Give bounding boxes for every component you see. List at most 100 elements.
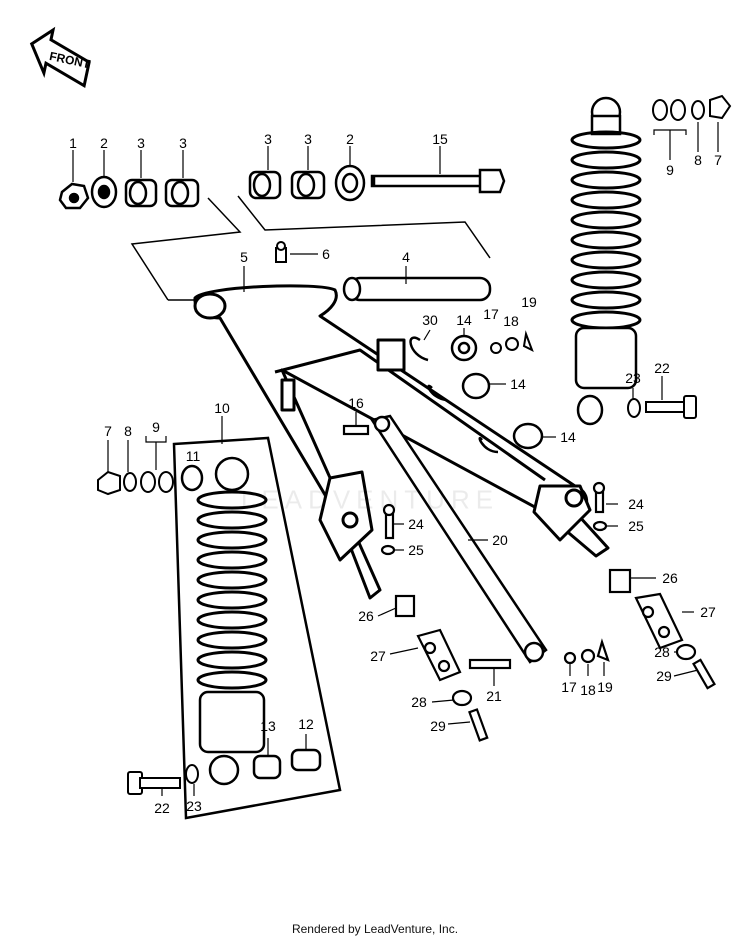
adjuster-block-left [394, 594, 416, 618]
bolt-21 [468, 658, 512, 670]
clip-b [427, 384, 447, 402]
axle-plate-left-hole [341, 511, 359, 529]
footer-credit: Rendered by LeadVenture, Inc. [291, 922, 459, 936]
callout-13: 13 [260, 718, 276, 734]
bearing-left-a-race [128, 180, 148, 206]
pivot-nut-hole [68, 192, 80, 204]
chain-guide-parts [409, 334, 544, 454]
shock-left-sleeve-12 [290, 748, 322, 772]
callout-23: 23 [625, 370, 641, 386]
clip-30 [409, 336, 429, 362]
adjuster-plate-right [634, 592, 684, 650]
callout-6: 6 [322, 246, 330, 262]
callout-17: 17 [561, 679, 577, 695]
shock-left-bottom-eye [208, 754, 240, 786]
guide-line-left [130, 197, 242, 301]
callout-16: 16 [348, 395, 364, 411]
callout-11: 11 [185, 448, 201, 464]
watermark: LEADVENTURE [240, 484, 500, 515]
torque-link [369, 414, 548, 664]
callout-9: 9 [152, 419, 160, 435]
bush-14-c [512, 422, 544, 450]
shock-left-body [198, 690, 266, 754]
shock-left-top-hardware [97, 470, 174, 496]
pivot-bolt-shaft [370, 174, 484, 188]
swingarm [193, 284, 610, 600]
callout-5: 5 [240, 249, 248, 265]
shock-left-collar-13 [252, 754, 282, 780]
callout-19: 19 [597, 679, 613, 695]
pivot-bolt-head [478, 168, 506, 194]
callout-26: 26 [358, 608, 374, 624]
pivot-hardware-right [248, 164, 506, 202]
collar-right-bore [341, 172, 359, 194]
adjuster-bolt-right [692, 658, 716, 690]
callout-4: 4 [402, 249, 410, 265]
grease-fitting [275, 241, 287, 263]
shock-mount-bracket [376, 338, 406, 372]
shock-absorber-left-group [172, 436, 342, 820]
callout-30: 30 [422, 312, 438, 328]
callout-29: 29 [430, 718, 446, 734]
shock-right-top-mount [590, 114, 622, 136]
callout-7: 7 [104, 423, 112, 439]
callout-28: 28 [654, 644, 670, 660]
callout-20: 20 [492, 532, 508, 548]
callout-19: 19 [521, 294, 537, 310]
nut-25-right [592, 520, 608, 532]
collar-left-bore [97, 184, 111, 200]
shock-right-bottom-hardware [627, 395, 697, 419]
callout-15: 15 [432, 131, 448, 147]
callout-24: 24 [408, 516, 424, 532]
callout-24: 24 [628, 496, 644, 512]
adjuster-bolt-left [468, 708, 489, 742]
callout-8: 8 [694, 152, 702, 168]
callout-3: 3 [304, 131, 312, 147]
swingarm-inner-brace [274, 348, 546, 482]
bearing-right-b-race [296, 172, 316, 198]
adjuster-block-right [608, 568, 632, 594]
assembly-guide-lines [130, 195, 491, 301]
callout-3: 3 [137, 135, 145, 151]
adjuster-plate-left [416, 628, 462, 682]
bush-14-b [461, 372, 491, 400]
guide-line-right [237, 195, 491, 259]
shock-left-top-eye [214, 456, 250, 492]
callout-17: 17 [483, 306, 499, 322]
callout-14: 14 [510, 376, 526, 392]
callout-27: 27 [370, 648, 386, 664]
chain-adjuster-hardware [342, 424, 716, 742]
shock-right-bottom-eye [576, 394, 604, 426]
callout-28: 28 [411, 694, 427, 710]
adjuster-nut-left [451, 689, 473, 707]
shock-right-body [574, 326, 638, 390]
callout-12: 12 [298, 716, 314, 732]
callout-1: 1 [69, 135, 77, 151]
callout-8: 8 [124, 423, 132, 439]
callout-21: 21 [486, 688, 502, 704]
chain-guide-mount [280, 378, 296, 412]
bearing-right-a-race [252, 172, 272, 198]
callout-14: 14 [560, 429, 576, 445]
swingarm-pivot-eye [193, 292, 227, 320]
clip-c [478, 436, 499, 454]
shock-left-outline-box [172, 436, 342, 820]
callout-29: 29 [656, 668, 672, 684]
callout-27: 27 [700, 604, 716, 620]
callout-18: 18 [580, 682, 596, 698]
callout-18: 18 [503, 313, 519, 329]
bolt-16 [342, 424, 370, 436]
callout-9: 9 [666, 162, 674, 178]
leader-lines [72, 122, 719, 796]
front-arrow-badge: FRONT [29, 26, 92, 89]
shock-right-top-hardware [652, 94, 732, 121]
small-hardware-top [490, 330, 534, 354]
callout-25: 25 [628, 518, 644, 534]
adjuster-nut-right [675, 643, 697, 661]
callout-22: 22 [154, 800, 170, 816]
shock-left-bushing-11 [180, 464, 204, 492]
callout-23: 23 [186, 798, 202, 814]
callout-3: 3 [264, 131, 272, 147]
